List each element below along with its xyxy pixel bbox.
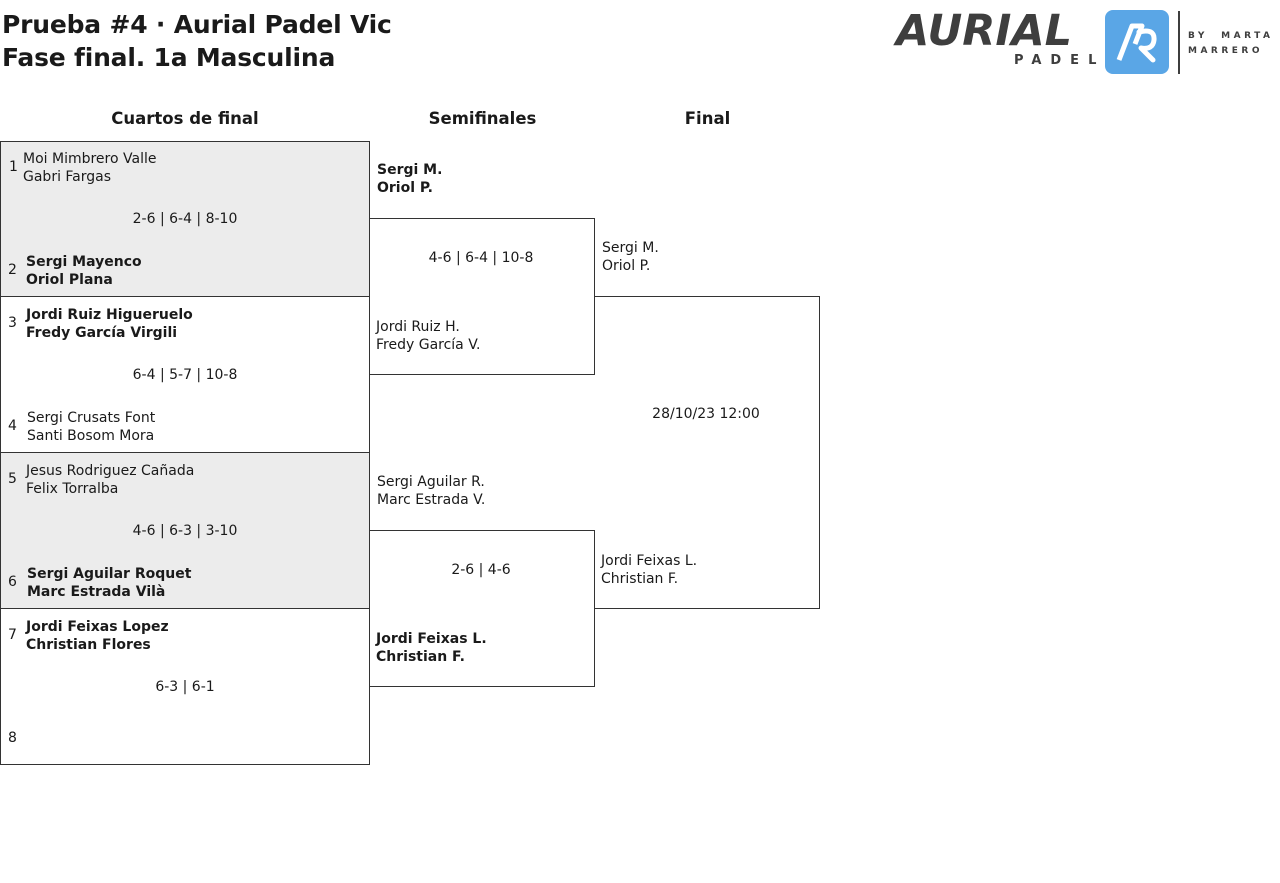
final-top-team: Sergi M. Oriol P.	[602, 239, 659, 275]
team-names-winner: Jordi Ruiz Higueruelo Fredy García Virgi…	[26, 306, 193, 342]
match-datetime: 28/10/23 12:00	[652, 406, 760, 422]
player-name: Jesus Rodriguez Cañada	[26, 463, 195, 479]
player-name: Sergi M.	[377, 162, 443, 178]
player-name: Fredy García Virgili	[26, 325, 178, 341]
round-header-quarterfinals: Cuartos de final	[111, 109, 259, 128]
player-name: Santi Bosom Mora	[27, 428, 155, 444]
team-names: Sergi Crusats Font Santi Bosom Mora	[27, 409, 155, 445]
logo-separator	[1178, 11, 1180, 74]
semifinal-2-top-team: Sergi Aguilar R. Marc Estrada V.	[377, 473, 485, 509]
match-score: 4-6 | 6-4 | 10-8	[428, 250, 534, 266]
logo-name-2: MARRERO	[1188, 46, 1264, 56]
player-name: Jordi Ruiz Higueruelo	[26, 307, 193, 323]
player-name: Jordi Ruiz H.	[376, 319, 460, 335]
page-title-line-2: Fase final. 1a Masculina	[2, 43, 336, 72]
player-name: Christian Flores	[26, 637, 151, 653]
player-name: Christian F.	[601, 571, 679, 587]
round-header-final: Final	[684, 109, 731, 128]
semifinal-match-2[interactable]: 2-6 | 4-6 Jordi Feixas L. Christian F.	[369, 530, 595, 687]
player-name: Oriol P.	[377, 180, 433, 196]
player-name: Jordi Feixas L.	[376, 631, 487, 647]
page-title-line-1: Prueba #4 · Aurial Padel Vic	[2, 10, 392, 39]
logo-subtitle: PADEL	[1014, 53, 1106, 68]
seed-number: 2	[8, 262, 17, 278]
player-name: Moi Mimbrero Valle	[23, 151, 157, 167]
seed-number: 7	[8, 627, 17, 643]
seed-number: 1	[9, 159, 18, 175]
team-names: Jesus Rodriguez Cañada Felix Torralba	[26, 462, 194, 498]
round-header-semifinals: Semifinales	[428, 109, 537, 128]
logo-wordmark: AURIAL	[896, 6, 1073, 56]
player-name: Jordi Feixas L.	[601, 553, 698, 569]
semifinal-1-top-team-winner: Sergi M. Oriol P.	[377, 161, 442, 197]
match-score: 6-4 | 5-7 | 10-8	[132, 367, 238, 383]
seed-number: 3	[8, 315, 17, 331]
team-names: Jordi Ruiz H. Fredy García V.	[376, 318, 480, 354]
match-score: 2-6 | 6-4 | 8-10	[132, 211, 238, 227]
seed-number: 6	[8, 574, 17, 590]
quarterfinal-match-3[interactable]: 5 Jesus Rodriguez Cañada Felix Torralba …	[0, 452, 370, 609]
match-score: 2-6 | 4-6	[451, 562, 511, 578]
logo-name-1: MARTA	[1221, 31, 1274, 41]
final-match[interactable]: 28/10/23 12:00 Jordi Feixas L. Christian…	[594, 296, 820, 609]
player-name: Fredy García V.	[376, 337, 481, 353]
logo-badge-icon	[1105, 10, 1169, 74]
final-bottom-team: Jordi Feixas L. Christian F.	[601, 552, 697, 588]
player-name: Sergi Crusats Font	[27, 410, 156, 426]
player-name: Sergi Aguilar R.	[377, 474, 485, 490]
seed-number: 4	[8, 418, 17, 434]
seed-number: 5	[8, 471, 17, 487]
player-name: Sergi Mayenco	[26, 254, 142, 270]
team-names: Moi Mimbrero Valle Gabri Fargas	[23, 150, 156, 186]
player-name: Gabri Fargas	[23, 169, 112, 185]
team-names-winner: Jordi Feixas L. Christian F.	[376, 630, 487, 666]
player-name: Christian F.	[376, 649, 465, 665]
page-title: Prueba #4 · Aurial Padel Vic Fase final.…	[2, 8, 392, 74]
seed-number: 8	[8, 730, 17, 746]
team-names-winner: Sergi Mayenco Oriol Plana	[26, 253, 142, 289]
player-name: Marc Estrada V.	[377, 492, 486, 508]
player-name: Jordi Feixas Lopez	[26, 619, 169, 635]
player-name: Sergi Aguilar Roquet	[27, 566, 192, 582]
match-score: 4-6 | 6-3 | 3-10	[132, 523, 238, 539]
logo-by-line: BY MARTA	[1188, 31, 1274, 41]
logo-ap-mark-icon	[1116, 23, 1157, 63]
semifinal-match-1[interactable]: 4-6 | 6-4 | 10-8 Jordi Ruiz H. Fredy Gar…	[369, 218, 595, 375]
player-name: Oriol P.	[602, 258, 651, 274]
player-name: Oriol Plana	[26, 272, 113, 288]
logo-by: BY	[1188, 31, 1208, 41]
team-names-winner: Jordi Feixas Lopez Christian Flores	[26, 618, 169, 654]
player-name: Felix Torralba	[26, 481, 119, 497]
quarterfinal-match-4[interactable]: 7 Jordi Feixas Lopez Christian Flores 6-…	[0, 608, 370, 765]
match-score: 6-3 | 6-1	[155, 679, 215, 695]
player-name: Sergi M.	[602, 240, 659, 256]
quarterfinal-match-1[interactable]: 1 Moi Mimbrero Valle Gabri Fargas 2-6 | …	[0, 141, 370, 297]
team-names-winner: Sergi Aguilar Roquet Marc Estrada Vilà	[27, 565, 191, 601]
quarterfinal-match-2[interactable]: 3 Jordi Ruiz Higueruelo Fredy García Vir…	[0, 296, 370, 453]
player-name: Marc Estrada Vilà	[27, 584, 166, 600]
aurial-padel-logo: AURIAL PADEL BY MARTA MARRERO	[896, 6, 1274, 78]
